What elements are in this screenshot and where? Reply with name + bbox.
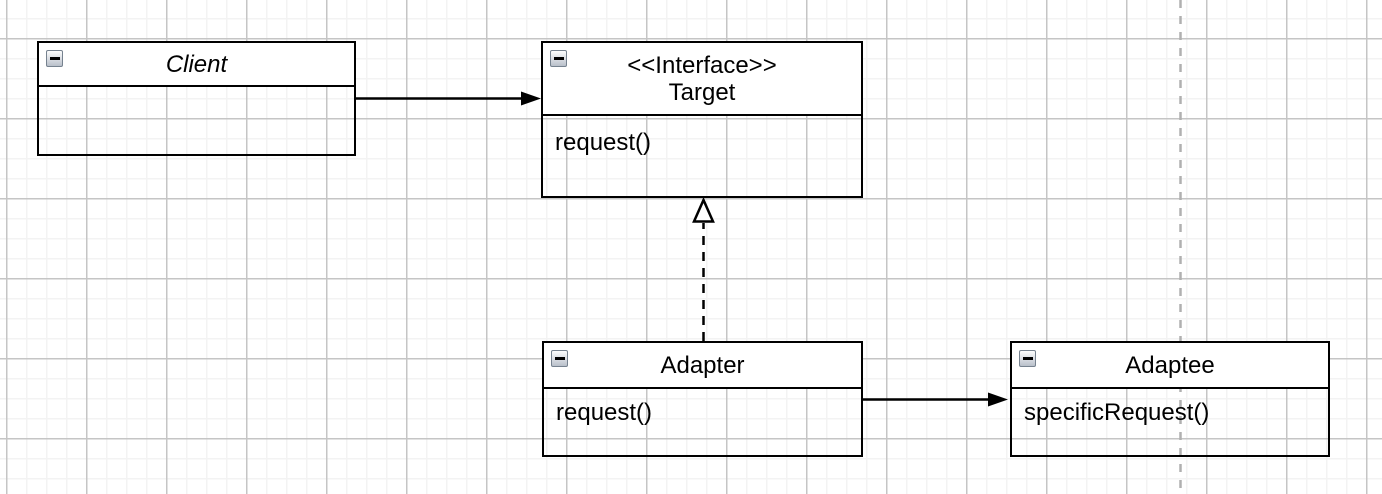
class-member: specificRequest()	[1024, 399, 1210, 426]
collapse-toggle[interactable]	[551, 350, 568, 367]
minus-icon	[1022, 357, 1033, 360]
class-members: request()	[543, 116, 861, 156]
filled-arrowhead-icon	[521, 91, 541, 106]
collapse-toggle[interactable]	[1019, 350, 1036, 367]
connector-adapter-realizes-target[interactable]	[692, 196, 715, 341]
class-title: Client	[165, 50, 228, 78]
collapse-toggle[interactable]	[550, 50, 567, 67]
class-member: request()	[555, 129, 652, 156]
class-title: Adaptee	[1125, 351, 1215, 379]
class-members: specificRequest()	[1012, 389, 1328, 426]
class-title: Adapter	[660, 351, 745, 379]
class-stereotype: <<Interface>>	[627, 51, 777, 79]
class-header: Adaptee	[1012, 343, 1328, 389]
class-header: <<Interface>> Target	[543, 43, 861, 116]
uml-class-target[interactable]: <<Interface>> Target request()	[541, 41, 863, 198]
uml-class-client[interactable]: Client	[37, 41, 356, 156]
class-members: request()	[544, 389, 861, 426]
class-header: Adapter	[544, 343, 861, 389]
minus-icon	[553, 57, 564, 60]
connector-adapter-to-adaptee[interactable]	[863, 392, 1008, 407]
minus-icon	[49, 57, 60, 60]
class-member: request()	[556, 399, 653, 426]
minus-icon	[554, 357, 565, 360]
collapse-toggle[interactable]	[46, 50, 63, 67]
hollow-triangle-arrowhead-icon	[692, 196, 715, 223]
uml-class-adapter[interactable]: Adapter request()	[542, 341, 863, 457]
class-header: Client	[39, 43, 354, 87]
filled-arrowhead-icon	[988, 392, 1008, 407]
connector-client-to-target[interactable]	[356, 91, 541, 106]
uml-class-adaptee[interactable]: Adaptee specificRequest()	[1010, 341, 1330, 457]
class-title: Target	[668, 78, 736, 106]
